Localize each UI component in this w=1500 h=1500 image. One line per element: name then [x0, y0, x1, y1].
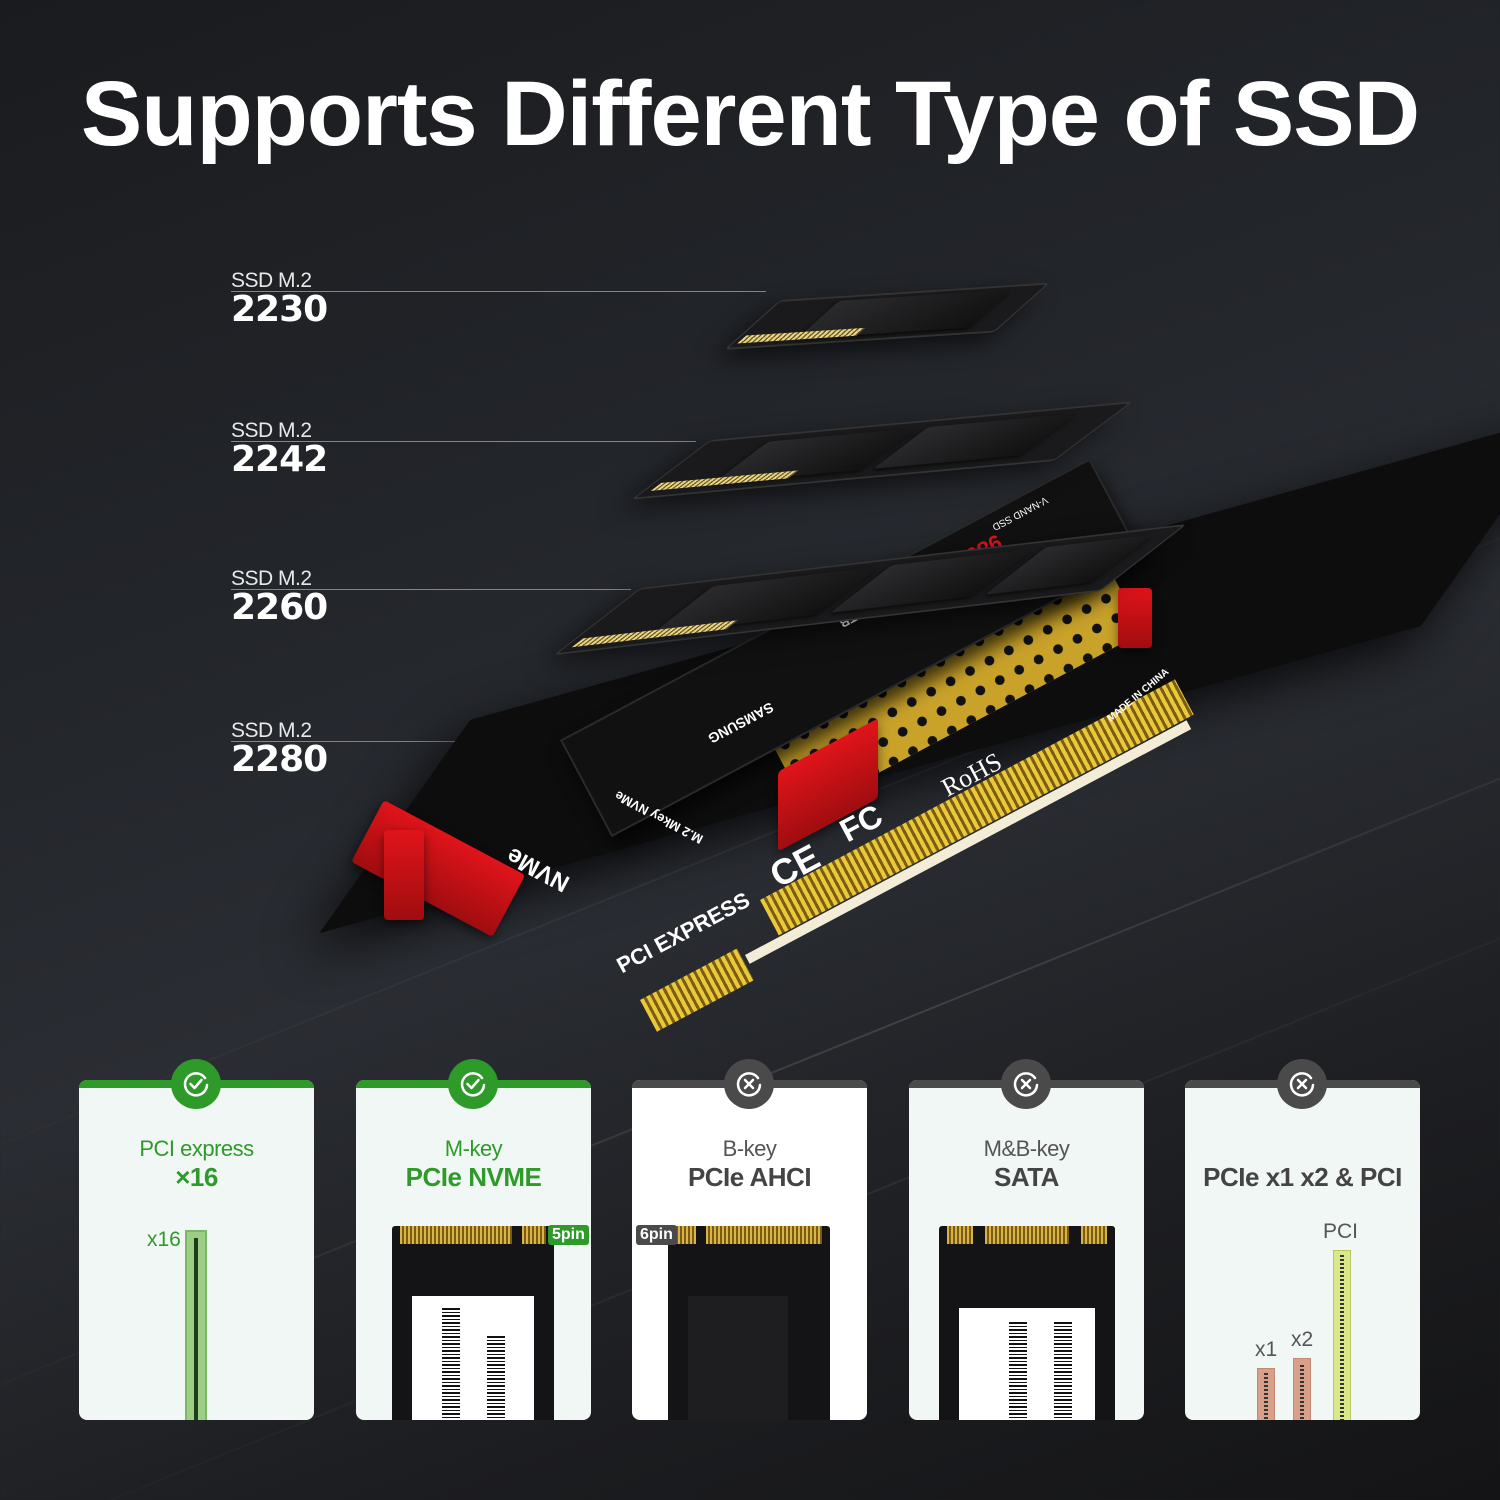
slot-label-pci: PCI [1323, 1220, 1359, 1243]
card-subtitle: M-key [444, 1136, 503, 1161]
card-title: PCIe x1 x2 & PCI [1203, 1162, 1402, 1192]
slot-label-x1: x1 [1255, 1338, 1278, 1361]
card-mbkey-sata: M&B-key SATA [909, 1080, 1144, 1420]
size-label-2242: SSD M.2 2242 [231, 419, 328, 480]
card-title: PCIe AHCI [687, 1162, 812, 1192]
slot-label-x2: x2 [1291, 1328, 1314, 1351]
x-circle-icon [1001, 1059, 1051, 1109]
pin-tag-5pin: 5pin [548, 1225, 589, 1245]
size-label-2230: SSD M.2 2230 [231, 269, 328, 330]
page-title: Supports Different Type of SSD [80, 63, 1420, 165]
red-bracket-left-side [384, 830, 424, 920]
leader-line [231, 589, 631, 590]
check-circle-icon [171, 1059, 221, 1109]
size-value: 2280 [231, 739, 328, 780]
ssd-brand: SAMSUNG [705, 699, 777, 747]
leader-line [231, 291, 766, 292]
check-circle-icon [448, 1059, 498, 1109]
card-title: ×16 [175, 1162, 218, 1192]
card-bkey-ahci: B-key PCIe AHCI 6pin [632, 1080, 867, 1420]
pcie-x1-slot-illustration [1257, 1368, 1275, 1420]
bkey-ssd-illustration [668, 1226, 830, 1420]
size-prefix: SSD M.2 [231, 269, 312, 292]
size-prefix: SSD M.2 [231, 567, 312, 590]
card-title: PCIe NVME [405, 1162, 542, 1192]
size-label-2280: SSD M.2 2280 [231, 719, 328, 780]
pci-slot-illustration [1333, 1250, 1351, 1420]
size-prefix: SSD M.2 [231, 719, 312, 742]
mbkey-ssd-illustration [939, 1226, 1115, 1420]
slot-label-x16: x16 [147, 1228, 181, 1251]
pcie-x16-slot-illustration [185, 1230, 207, 1420]
leader-line [231, 441, 696, 442]
adapter-illustration: SAMSUNG 1TB 980 PRO V-NAND SSD NVMe M.2 … [319, 412, 1500, 1032]
card-title: SATA [994, 1162, 1059, 1192]
pcie-x2-slot-illustration [1293, 1358, 1311, 1420]
card-pcie-x1-x2-pci: PCIe x1 x2 & PCI x1 x2 PCI [1185, 1080, 1420, 1420]
x-circle-icon [1277, 1059, 1327, 1109]
size-label-2260: SSD M.2 2260 [231, 567, 328, 628]
leader-line [231, 741, 541, 742]
size-value: 2260 [231, 587, 328, 628]
size-value: 2242 [231, 439, 328, 480]
card-subtitle: M&B-key [983, 1136, 1070, 1161]
pin-tag-6pin: 6pin [636, 1225, 677, 1245]
card-subtitle: PCI express [139, 1136, 254, 1161]
red-bracket-right [1118, 588, 1152, 648]
card-subtitle: B-key [722, 1136, 777, 1161]
ssd-type: V-NAND SSD [990, 493, 1050, 533]
mkey-ssd-illustration [392, 1226, 554, 1420]
card-pcie-x16: PCI express ×16 x16 [79, 1080, 314, 1420]
size-prefix: SSD M.2 [231, 419, 312, 442]
x-circle-icon [724, 1059, 774, 1109]
size-value: 2230 [231, 289, 328, 330]
card-mkey-nvme: M-key PCIe NVME 5pin [356, 1080, 591, 1420]
